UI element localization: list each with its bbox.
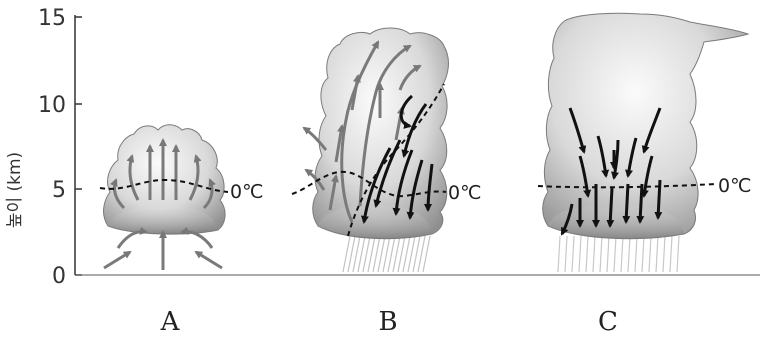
stage-a-updraft-arrows (103, 138, 223, 270)
stage-b-mature: 0℃ (291, 27, 481, 273)
stage-b-updraft-arrows (302, 40, 422, 223)
stage-a-cumulus: 0℃ (99, 124, 263, 270)
y-axis-title: 높이 (km) (5, 152, 25, 228)
stage-c-downdraft-arrows (560, 107, 663, 236)
tick-label-10: 10 (38, 93, 66, 118)
stage-b-label: B (378, 307, 397, 337)
stage-c-label: C (598, 307, 618, 337)
tick-label-15: 15 (38, 6, 66, 31)
tick-label-0: 0 (52, 264, 66, 289)
tick-label-5: 5 (52, 178, 66, 203)
stage-c-freezing-line (537, 183, 717, 189)
stage-c-dissipating: 0℃ (537, 12, 751, 273)
stage-b-downdraft-arrows (360, 94, 434, 224)
stage-c-rain (557, 235, 680, 273)
stage-c-freezing-label: 0℃ (718, 175, 751, 197)
stage-b-freezing-label: 0℃ (448, 182, 481, 204)
stage-b-rain (342, 235, 431, 273)
stage-a-freezing-label: 0℃ (230, 181, 263, 203)
stage-a-label: A (160, 307, 181, 337)
stage-b-freezing-line (291, 170, 447, 198)
y-axis: 15 10 5 0 높이 (km) (5, 6, 82, 289)
stage-a-freezing-line (99, 178, 229, 193)
stage-c-cloud (542, 12, 750, 240)
